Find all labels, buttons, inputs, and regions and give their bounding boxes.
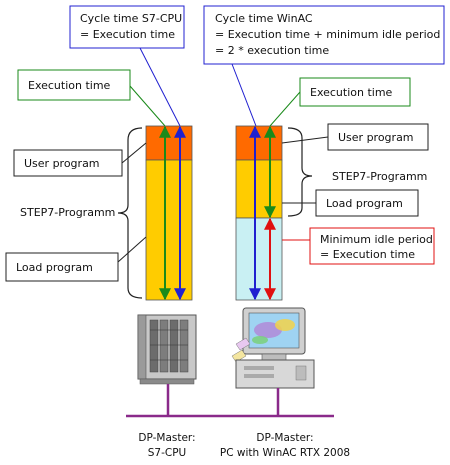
callout-cycle-winac-line3: = 2 * execution time: [215, 44, 329, 57]
caption-left-line2: S7-CPU: [148, 447, 186, 459]
s7-plc-icon: [137, 314, 197, 385]
winac-idle-segment: [235, 217, 283, 301]
callout-load-left: Load program: [5, 236, 147, 282]
callout-exec-left: Execution time: [17, 69, 166, 127]
step7-left-brace: [117, 127, 143, 299]
step7-left-label: STEP7-Programm: [20, 206, 115, 219]
step7-right-label: STEP7-Programm: [332, 170, 427, 183]
callout-exec-right-text: Execution time: [310, 86, 393, 99]
profibus-bus: [126, 384, 334, 418]
caption-right-line2: PC with WinAC RTX 2008: [220, 447, 350, 459]
s7-load-program-segment: [145, 159, 193, 301]
step7-right-brace: [287, 127, 313, 217]
callout-exec-left-text: Execution time: [28, 79, 111, 92]
callout-cycle-s7-line1: Cycle time S7-CPU: [80, 12, 182, 25]
callout-user-left-text: User program: [24, 157, 100, 170]
winac-load-program-segment: [235, 159, 283, 219]
callout-load-right-text: Load program: [326, 197, 403, 210]
callout-cycle-winac-line2: = Execution time + minimum idle period: [215, 28, 440, 41]
callout-user-right: User program: [281, 123, 429, 151]
pc-icon: [231, 307, 315, 389]
caption-right-line1: DP-Master:: [256, 432, 313, 444]
callout-cycle-winac-line1: Cycle time WinAC: [215, 12, 313, 25]
callout-cycle-s7-line2: = Execution time: [80, 28, 175, 41]
winac-user-program-segment: [235, 125, 283, 161]
callout-idle-line2: = Execution time: [320, 248, 415, 261]
caption-left-line1: DP-Master:: [138, 432, 195, 444]
callout-load-right: Load program: [282, 189, 419, 217]
s7-cycle-bar: [145, 125, 193, 301]
callout-cycle-winac: Cycle time WinAC = Execution time + mini…: [203, 5, 445, 127]
callout-user-right-text: User program: [338, 131, 414, 144]
winac-cycle-bar: [235, 125, 283, 301]
callout-idle-line1: Minimum idle period: [320, 233, 433, 246]
callout-idle: Minimum idle period = Execution time: [282, 227, 435, 265]
callout-cycle-s7: Cycle time S7-CPU = Execution time: [69, 5, 185, 127]
callout-user-left: User program: [13, 142, 147, 177]
callout-exec-right: Execution time: [269, 77, 411, 127]
callout-load-left-text: Load program: [16, 261, 93, 274]
s7-user-program-segment: [145, 125, 193, 161]
